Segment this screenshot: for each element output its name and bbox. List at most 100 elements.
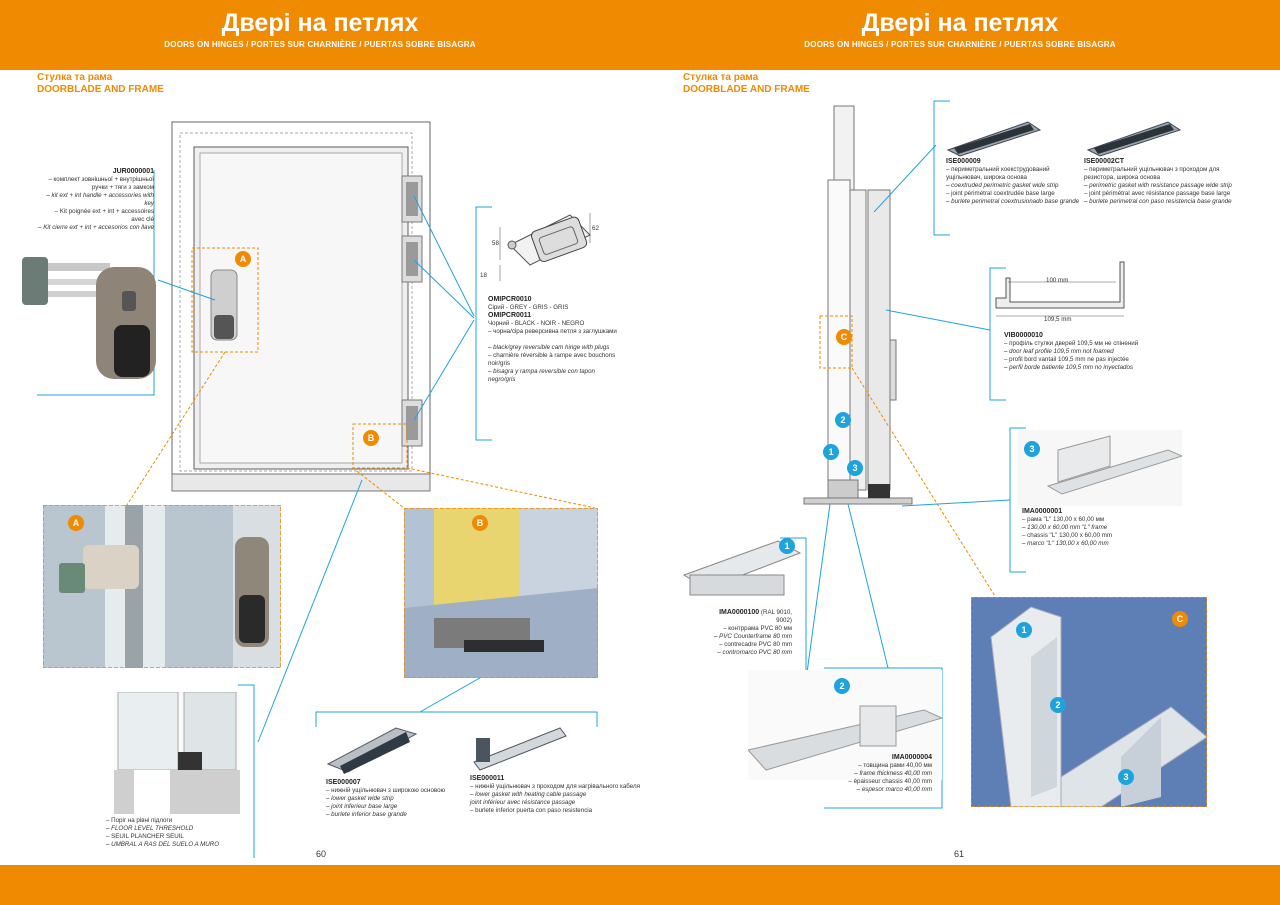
detail-photo-c [971,597,1207,807]
detail-photo-b [404,508,598,678]
badge-2: 2 [835,412,851,428]
desc-line: – kit ext + int handle + accessories wit… [46,192,154,207]
badge-a: A [68,515,84,531]
desc-line: – burlete perimetral con paso resistenci… [1084,198,1232,205]
desc-line: резистора, широка основа [1084,174,1161,181]
badge-a: A [235,251,251,267]
section-heading-en: DOORBLADE AND FRAME [37,84,164,95]
desc-line: – комплект зовнішньої + внутрішньої [48,176,154,183]
desc-line: – Kit cierre ext + int + accesorios con … [38,224,154,231]
gasket-perimetral-drawing [946,121,1042,157]
desc-line: – marco "L" 130,00 x 60,00 mm [1022,540,1109,547]
desc-line: – SEUIL PLANCHER SEUIL [106,833,184,840]
desc-line: ущільнювач, широка основа [946,174,1027,181]
desc-line: avec clé [131,216,154,223]
badge-3: 3 [1118,769,1134,785]
hinge-text: OMIPCR0010 Сірий - GREY - GRIS - GRIS OM… [488,296,638,384]
desc-line: – black/grey reversible cam hinge with p… [488,344,610,351]
left-page-header: Двері на петлях DOORS ON HINGES / PORTES… [0,6,640,49]
desc-line: – charnière réversible à rampe avec bouc… [488,352,616,359]
profile-drawing [995,261,1125,317]
desc-line: – contromarco PVC 80 mm [717,649,792,656]
section-heading-right: Стулка та рама DOORBLADE AND FRAME [683,72,810,96]
desc-line: – FLOOR LEVEL THRESHOLD [106,825,194,832]
badge-b: B [363,430,379,446]
code-suffix: (RAL 9010, 9002) [760,609,792,624]
desc-line: – товщина рами 40,00 мм [858,762,932,769]
desc-line: – lower gasket wide strip [326,795,394,802]
counterframe-photo [680,535,804,601]
desc-line: – контррама PVC 80 мм [723,625,792,632]
page-title: Двері на петлях [861,9,1059,37]
desc-line: – épaisseur chassis 40,00 mm [848,778,932,785]
desc-line: – coextruded perimetric gasket wide stri… [946,182,1059,189]
desc-line: – UMBRAL A RAS DEL SUELO A MURO [106,841,220,848]
badge-1: 1 [823,444,839,460]
page-number-left: 60 [316,849,327,859]
footer-band [0,865,1280,905]
right-page-header: Двері на петлях DOORS ON HINGES / PORTES… [640,6,1280,49]
desc-line: – чорна/сіра реверсивна петля з заглушка… [488,328,617,335]
product-code: OMIPCR0010 [488,296,532,303]
desc-line: – burlete perimetral coextrusionado base… [946,198,1080,205]
desc-line: – lower gasket with heating cable passag… [470,791,587,798]
detail-photo-a [43,505,281,668]
desc-line: – burlete inferior puerta con paso resis… [470,807,593,814]
handle-kit-text: JUR0000001 – комплект зовнішньої + внутр… [36,168,154,232]
desc-line: ручки + тяги з замком [91,184,154,191]
threshold-text: – Поріг на рівні підлоги – FLOOR LEVEL T… [106,817,219,849]
gasket-perimetral-ct-drawing [1086,121,1182,157]
dim-18: 18 [480,272,487,279]
door-elevation-drawing [37,121,598,858]
product-code: IMA0000001 [1022,508,1063,515]
desc-line: – chassis "L" 130,00 x 60,00 mm [1022,532,1113,539]
desc-line: noir/gris [488,360,511,367]
color-line: Чорний - BLACK - NOIR - NEGRO [488,320,585,327]
product-code: IMA0000100 [719,609,760,616]
badge-2: 2 [1050,697,1066,713]
counterframe-text: IMA0000100 (RAL 9010, 9002) – контррама … [708,609,792,657]
profile-dim-bottom: 109,5 mm [1044,316,1072,323]
page-title: Двері на петлях [221,9,419,37]
desc-line: – Поріг на рівні підлоги [106,817,173,824]
color-line: Сірий - GREY - GRIS - GRIS [488,304,569,311]
desc-line: – bisagra y rampa reversible con tapon [488,368,595,375]
page-subtitle: DOORS ON HINGES / PORTES SUR CHARNIÈRE /… [804,40,1116,49]
product-code: IMA0000004 [891,754,932,761]
desc-line: – профіль стулки дверей 109,5 мм не спін… [1004,340,1139,347]
desc-line: – burlete inferior base grande [326,811,407,818]
gasket-lower-drawing [326,727,418,774]
badge-c: C [836,329,852,345]
product-code: ISE000009 [946,158,981,165]
handle-kit-photo [18,245,160,385]
badge-1: 1 [1016,622,1032,638]
page-subtitle: DOORS ON HINGES / PORTES SUR CHARNIÈRE /… [164,40,476,49]
section-heading-ua: Стулка та рама [683,72,759,83]
desc-line: – периметральний коекструдований [946,166,1050,173]
section-heading-ua: Стулка та рама [37,72,113,83]
frame-l-text: IMA0000001 – рама "L" 130,00 x 60,00 мм … [1022,508,1112,548]
gasket-lower-text: ISE000007 – нижній ущільнювач з широкою … [326,779,445,819]
desc-line: – Kit poignée ext + int + accessoires [54,208,154,215]
desc-line: – profil bord vantail 109,5 mm ne pas in… [1004,356,1129,363]
product-code: ISE000007 [326,779,361,786]
desc-line: – нижній ущільнювач з широкою основою [326,787,446,794]
badge-3: 3 [1024,441,1040,457]
desc-line: – нижній ущільнювач з проходом для нагрі… [470,783,640,790]
badge-1: 1 [779,538,795,554]
section-heading-en: DOORBLADE AND FRAME [683,84,810,95]
gasket-heating-drawing [473,727,567,771]
desc-line: – joint périmétral coextrudée base large [946,190,1055,197]
desc-line: joint inférieur avec résistance passage [470,799,576,806]
gasket-perimetral-ct-text: ISE00002CT – периметральний ущільнювач з… [1084,158,1232,206]
desc-line: – joint périmétral avec résistance passa… [1084,190,1231,197]
desc-line: negro/gris [488,376,516,383]
desc-line: – perimetric gasket with resistance pass… [1084,182,1232,189]
badge-c: C [1172,611,1188,627]
product-code: JUR0000001 [112,168,154,175]
desc-line: – contrecadre PVC 80 mm [719,641,792,648]
desc-line: – perfil borde batiente 109,5 mm no inye… [1004,364,1133,371]
desc-line: – espesor marco 40,00 mm [856,786,932,793]
profile-dim-top: 100 mm [1046,277,1069,284]
